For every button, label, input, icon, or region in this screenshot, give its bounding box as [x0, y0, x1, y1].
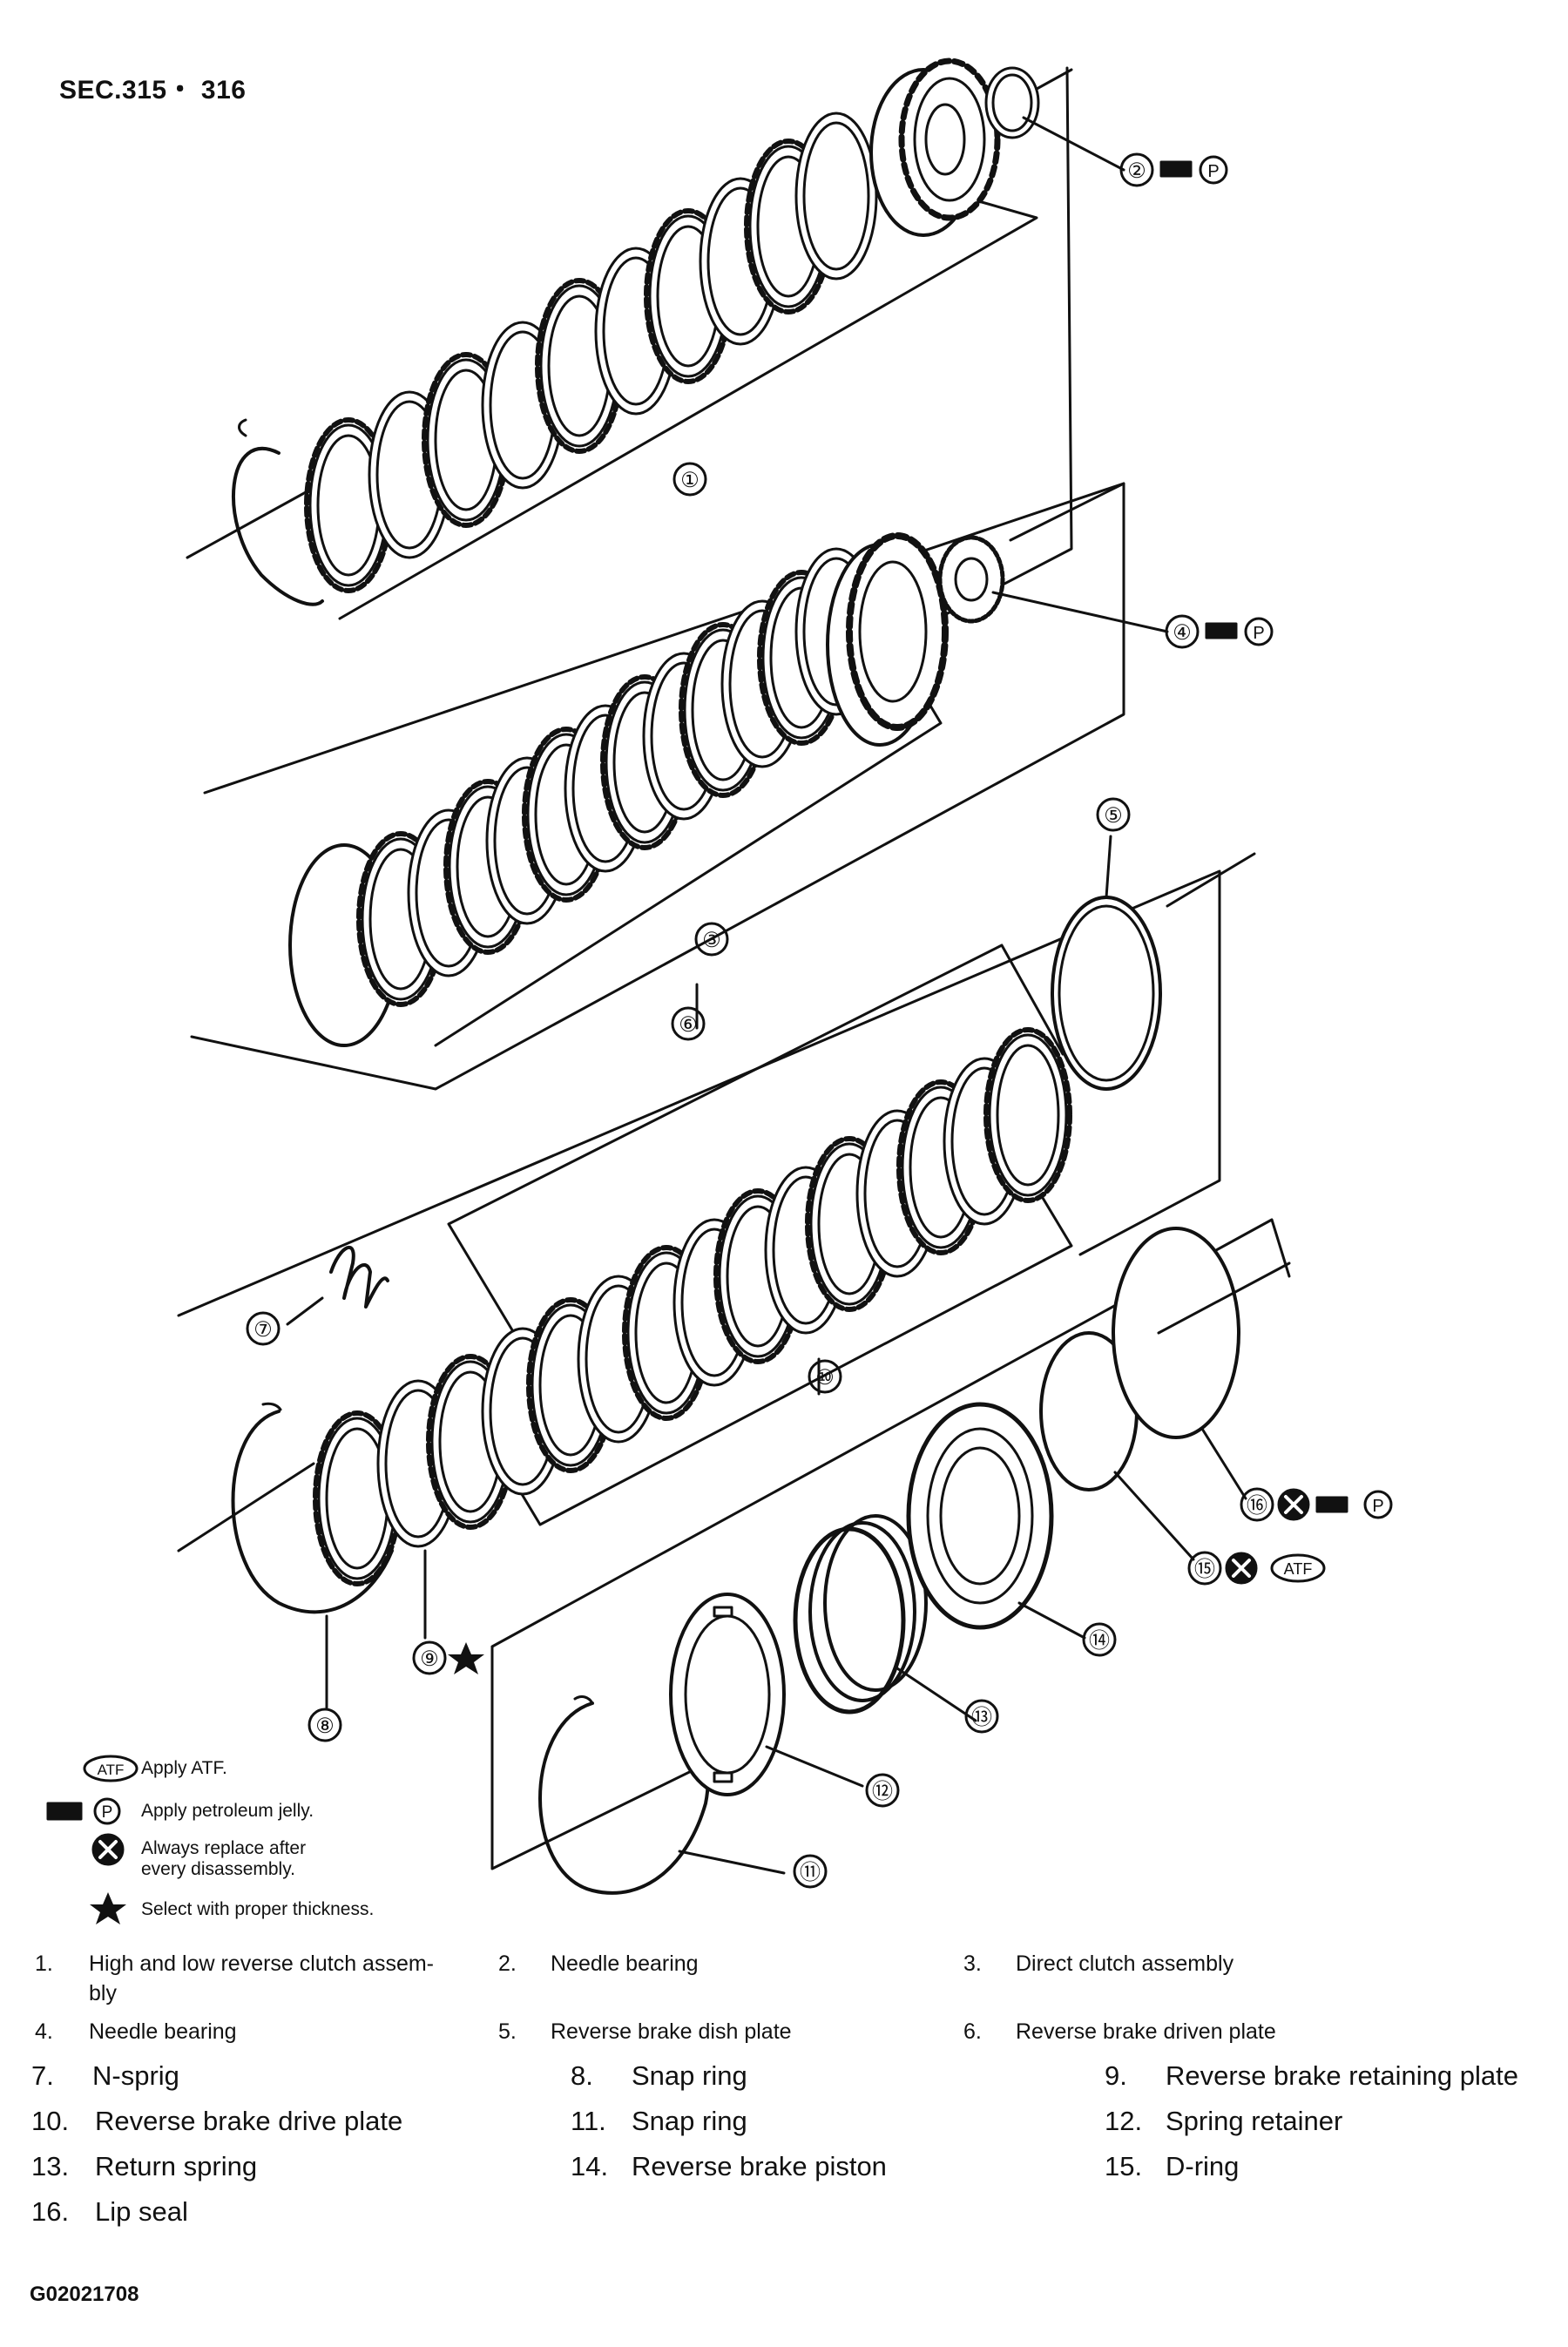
- legend-select-text: Select with proper thickness.: [141, 1899, 375, 1919]
- svg-text:P: P: [1372, 1497, 1383, 1516]
- star-icon: [448, 1642, 484, 1674]
- callout-14: ⑭: [1089, 1629, 1110, 1653]
- svg-text:P: P: [1253, 624, 1264, 643]
- svg-text:ATF: ATF: [1284, 1560, 1313, 1578]
- callout-8: ⑧: [315, 1715, 335, 1738]
- legend-jelly-text: Apply petroleum jelly.: [141, 1801, 314, 1821]
- callout-3: ③: [702, 929, 721, 952]
- petroleum-jelly-icon: P: [1315, 1490, 1393, 1519]
- legend-symbols: ATF P: [46, 1755, 139, 1924]
- section-reference: SEC.315・ 316: [59, 76, 247, 105]
- callout-12: ⑫: [872, 1780, 893, 1803]
- callout-5: ⑤: [1104, 804, 1123, 828]
- callout-16: ⑯: [1247, 1494, 1267, 1518]
- svg-text:ATF: ATF: [98, 1762, 125, 1778]
- petroleum-jelly-icon: P: [1205, 617, 1274, 646]
- callout-13: ⑬: [971, 1706, 992, 1729]
- reverse-brake-piston-group: [490, 1218, 1291, 1895]
- callout-9: ⑨: [420, 1647, 439, 1671]
- svg-text:P: P: [1207, 162, 1219, 181]
- callout-2: ②: [1127, 159, 1146, 183]
- exploded-diagram: ① ② P ③ ④: [46, 57, 1393, 1924]
- legend-atf-text: Apply ATF.: [141, 1758, 227, 1778]
- legend-atf: Apply ATF.: [0, 1758, 523, 1793]
- reverse-brake-group: [177, 835, 1256, 1709]
- legend-select: Select with proper thickness.: [0, 1899, 523, 1934]
- callout-1: ①: [680, 469, 700, 492]
- callout-6: ⑥: [679, 1013, 698, 1037]
- replace-icon: [1225, 1552, 1258, 1585]
- callout-10: ⑩: [815, 1366, 835, 1390]
- direct-clutch-group: [190, 482, 1169, 1091]
- callout-11: ⑪: [800, 1861, 821, 1884]
- legend-jelly: Apply petroleum jelly.: [0, 1801, 523, 1836]
- high-low-reverse-clutch-group: [186, 57, 1125, 882]
- replace-icon: [1277, 1488, 1310, 1521]
- svg-text:P: P: [102, 1803, 113, 1822]
- petroleum-jelly-icon: P: [1159, 155, 1228, 185]
- figure-id: G02021708: [30, 2283, 139, 2306]
- callout-4: ④: [1173, 621, 1192, 645]
- callout-7: ⑦: [253, 1318, 273, 1342]
- legend-replace-text-2: every disassembly.: [141, 1859, 296, 1879]
- callout-15: ⑮: [1194, 1558, 1215, 1581]
- legend-replace-text-1: Always replace after: [141, 1838, 307, 1858]
- legend-replace: Always replace after every disassembly.: [0, 1838, 523, 1879]
- atf-icon: ATF: [1270, 1553, 1326, 1583]
